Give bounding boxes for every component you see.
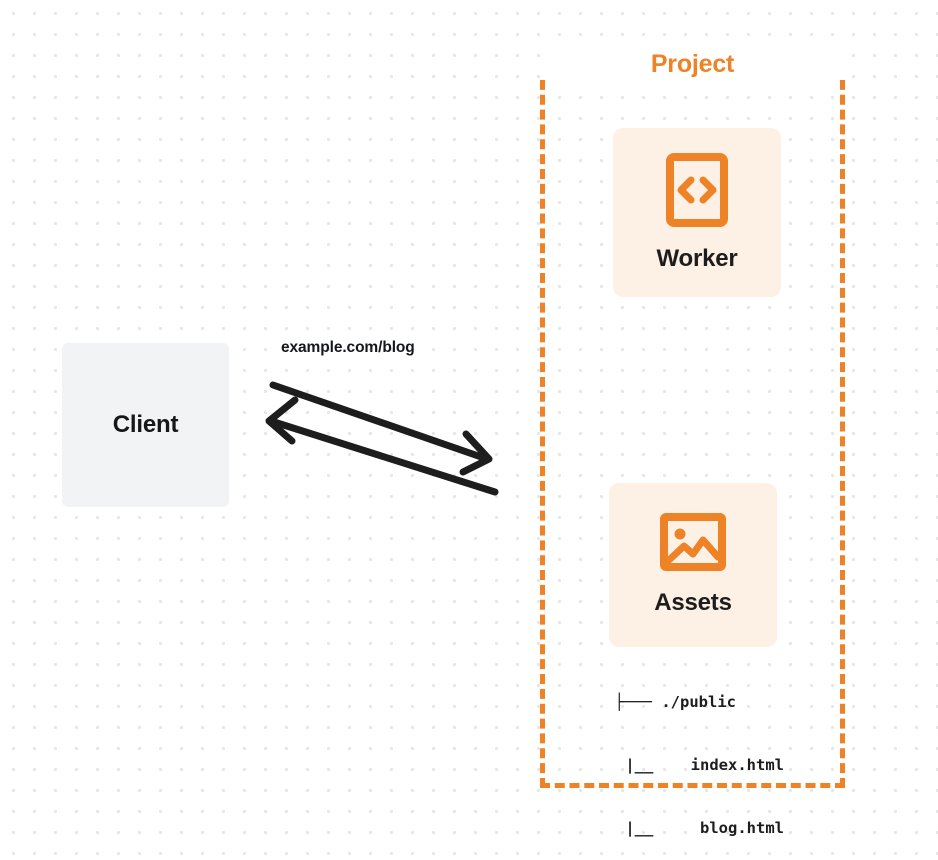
assets-file-tree: ├─── ./public |__ index.html |__ blog.ht… [588,650,784,860]
node-client[interactable]: Client [62,343,229,507]
node-worker-label: Worker [656,244,738,272]
image-icon [660,513,726,571]
code-brackets-icon [666,152,728,227]
file-tree-row-blog: |__ blog.html [597,819,784,837]
file-tree-row-root: ├─── ./public [614,693,736,711]
node-client-label: Client [112,411,179,438]
node-assets-label: Assets [654,589,732,616]
arrow-request [269,381,493,476]
node-worker[interactable]: Worker [613,128,781,297]
project-group-label: Project [540,48,845,80]
edge-label-request: example.com/blog [281,339,415,356]
project-group-label-text: Project [643,50,742,78]
node-assets[interactable]: Assets [609,483,777,647]
file-tree-row-index: |__ index.html [597,756,784,774]
arrow-response [265,396,499,496]
